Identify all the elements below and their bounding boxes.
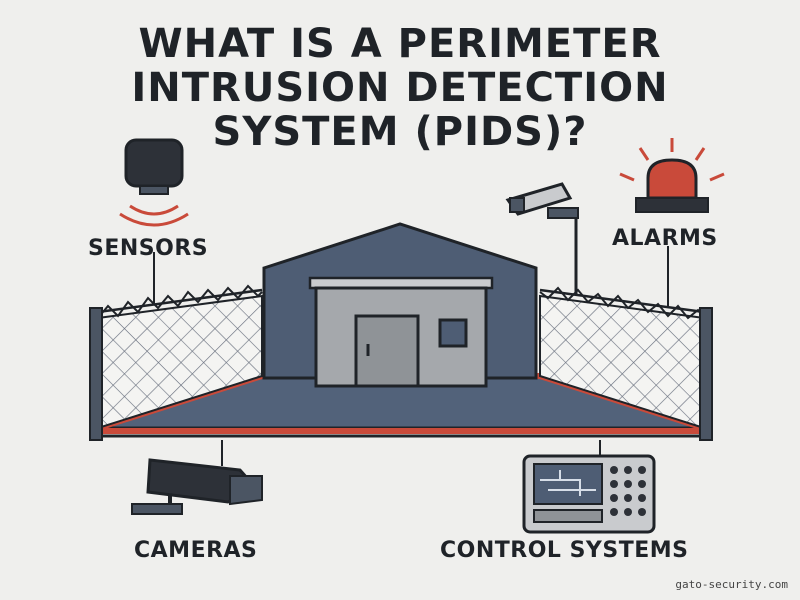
- watermark: gato-security.com: [675, 578, 788, 591]
- security-camera-icon: [131, 440, 263, 515]
- building-window: [438, 318, 468, 348]
- fence-left: [89, 284, 263, 441]
- page-title-line-2: INTRUSION DETECTION: [131, 65, 669, 111]
- control-panel-icon: [522, 440, 656, 534]
- label-cameras: CAMERAS: [134, 538, 258, 563]
- alarm-beacon-icon: [619, 138, 725, 306]
- page-title-line-3: SYSTEM (PIDS)?: [212, 109, 588, 155]
- page-title-line-1: WHAT IS A PERIMETER: [138, 21, 662, 67]
- pole-camera-icon: [505, 182, 579, 294]
- fence-right: [539, 286, 713, 441]
- motion-sensor-icon: [119, 138, 189, 304]
- label-sensors: SENSORS: [88, 236, 209, 261]
- building: [262, 222, 538, 388]
- label-alarms: ALARMS: [612, 226, 718, 251]
- label-control-systems: CONTROL SYSTEMS: [440, 538, 689, 563]
- building-door: [354, 314, 420, 388]
